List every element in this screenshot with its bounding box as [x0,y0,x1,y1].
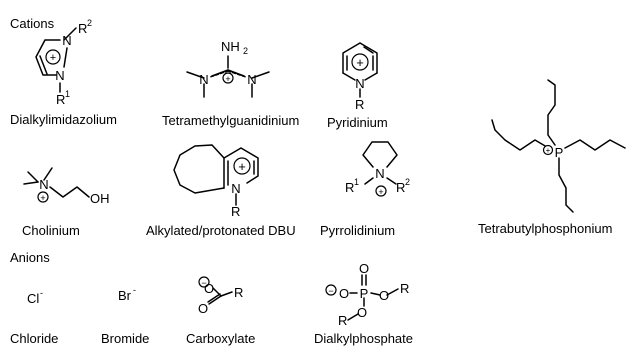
structure-dialkylphosphate: − O P O O R O R [325,261,409,328]
minus-charge-icon [325,284,337,296]
structure-tetrabutylphosphonium: + P [491,79,626,213]
atom-label: Br [118,288,132,303]
label-carboxylate: Carboxylate [186,331,256,346]
charge-symbol: − [328,286,333,296]
label-pyridinium: Pyridinium [327,115,388,130]
plus-charge-icon [542,144,554,156]
label-dialkylimidazolium: Dialkylimidazolium [10,112,117,127]
charge-symbol: + [40,193,45,203]
structure-pyridinium: + N R [342,42,378,112]
plus-charge-icon [233,157,251,175]
plus-charge-icon [222,72,234,84]
section-anions: Anions [10,250,50,265]
atom-label: P [360,286,369,301]
atom-label: 2 [405,177,410,187]
charge-symbol: - [40,288,43,298]
structure-dialkylimidazolium: + N N R 2 R 1 [35,18,92,107]
atom-label: R [396,180,405,195]
charge-symbol: + [238,159,246,174]
structure-bromide: Br - [118,285,136,303]
atom-label: 1 [354,177,359,187]
atom-label: N [55,68,64,83]
atom-label: R [400,281,409,296]
label-bromide: Bromide [101,331,150,346]
charge-symbol: + [225,74,230,84]
atom-label: N [355,76,364,91]
structure-chloride: Cl - [27,288,43,306]
atom-label: R [338,313,347,328]
atom-label: N [62,33,71,48]
atom-label: N [39,177,48,192]
charge-symbol: + [546,146,551,155]
atom-label: O [204,281,214,296]
atom-label: R [345,180,354,195]
atom-label: O [198,301,208,316]
plus-charge-icon [45,49,61,65]
atom-label: R [234,285,243,300]
label-cholinium: Cholinium [22,223,80,238]
charge-symbol: + [356,55,364,70]
atom-label: N [247,72,256,87]
structure-tetramethylguanidinium: + NH 2 N N [186,39,270,98]
charge-symbol: + [50,52,56,64]
plus-charge-icon [37,191,49,203]
atom-label: N [199,72,208,87]
atom-label: O [359,261,369,276]
atom-label: N [375,166,384,181]
atom-label: R [56,92,65,107]
atom-label: 2 [87,18,92,28]
structure-pyrrolidinium: + N R 1 R 2 [345,141,410,197]
label-dialkylphosphate: Dialkylphosphate [314,331,414,346]
label-dbu: Alkylated/protonated DBU [146,223,296,238]
charge-symbol: + [378,187,383,197]
label-pyrrolidinium: Pyrrolidinium [320,223,396,238]
plus-charge-icon [351,53,369,71]
structure-dbu: + N N R [173,144,259,219]
atom-label: NH [221,39,240,54]
atom-label: P [555,145,564,160]
atom-label: O [339,286,349,301]
atom-label: OH [90,191,110,206]
structure-cholinium: + N OH [23,167,110,206]
minus-charge-icon [198,276,210,288]
atom-label: R [231,204,240,219]
plus-charge-icon [375,185,387,197]
atom-label: R [78,21,87,36]
atom-label: 1 [65,89,70,99]
structure-carboxylate: − O O R [198,276,243,316]
charge-symbol: − [201,278,206,288]
atom-label: R [355,97,364,112]
label-chloride: Chloride [10,331,59,346]
atom-label: O [357,305,367,320]
charge-symbol: - [133,285,136,295]
section-cations: Cations [10,16,55,31]
atom-label: Cl [27,291,39,306]
label-tetrabutylphosphonium: Tetrabutylphosphonium [478,221,613,236]
atom-label: N [231,181,240,196]
atom-label: O [379,288,389,303]
label-tetramethylguanidinium: Tetramethylguanidinium [162,113,300,128]
atom-label: 2 [243,46,248,56]
